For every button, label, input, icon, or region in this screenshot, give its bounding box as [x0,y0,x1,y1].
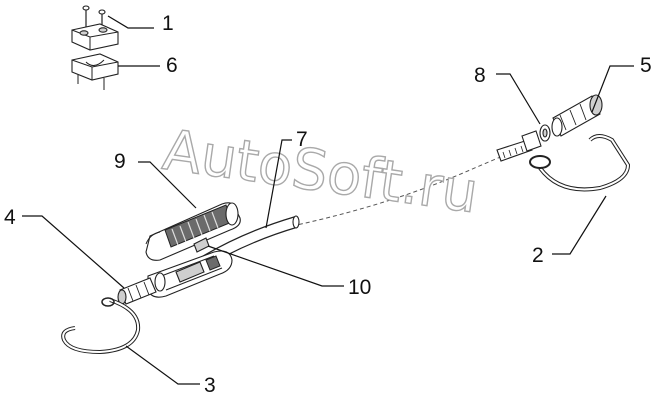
part-6-clamp-base [71,53,119,90]
callout-8: 8 [474,64,486,87]
callout-7: 7 [296,128,308,151]
leader-10 [207,245,344,287]
leader-2 [552,195,607,255]
lower-handle-half [147,250,233,298]
leader-lines [22,15,634,385]
callout-1: 1 [162,12,174,35]
leader-4 [22,215,125,289]
callout-2: 2 [532,244,544,267]
callout-3: 3 [204,374,216,397]
part-9-grip-handle [145,202,241,261]
part-5-end-connector [551,94,603,137]
leader-8 [496,73,541,125]
part-3-strap-loop [61,297,141,355]
callout-5: 5 [640,54,652,77]
callout-4: 4 [4,206,16,229]
callout-10: 10 [348,276,371,299]
leader-9 [138,161,197,209]
leader-1 [107,15,154,29]
leader-5 [591,65,634,113]
leader-3 [125,345,200,385]
cable-route-line [291,154,506,227]
callout-9: 9 [114,150,126,173]
callout-6: 6 [166,54,178,77]
part-1-clamp-with-screws [71,5,119,51]
part-4-connector-plug [117,277,157,305]
leader-7 [265,139,292,229]
part-2-strap-loop [529,134,631,192]
part-8-bolt-washer [496,124,551,162]
